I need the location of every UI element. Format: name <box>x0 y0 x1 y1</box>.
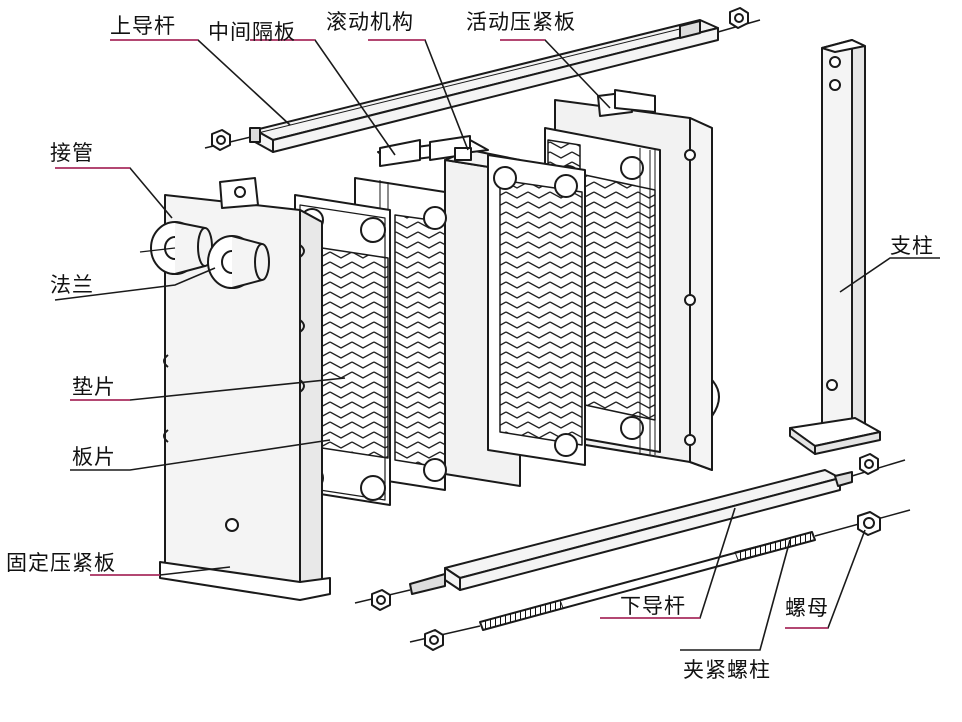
label-nut: 螺母 <box>785 596 829 620</box>
nozzle-left <box>150 221 213 275</box>
label-gasket: 垫片 <box>72 375 116 399</box>
label-nozzle: 接管 <box>50 141 94 165</box>
label-flange: 法兰 <box>50 273 94 297</box>
upper-guide-rod-nut-right <box>729 7 749 29</box>
lower-guide-rod <box>354 459 906 604</box>
leader-flange <box>54 267 216 301</box>
leader-clamping-bolt <box>680 539 791 651</box>
leader-upper-guide-rod <box>110 39 291 126</box>
plate-pack-middle <box>487 154 586 466</box>
label-lower-guide-rod: 下导杆 <box>620 594 686 618</box>
nozzle-right <box>207 235 270 289</box>
lower-guide-rod-nut-right <box>859 453 879 475</box>
lower-guide-rod-nut-left <box>371 589 391 611</box>
label-upper-guide-rod: 上导杆 <box>110 14 176 38</box>
label-clamping-bolt: 夹紧螺柱 <box>683 658 771 682</box>
fixed-pressure-plate <box>159 177 331 601</box>
clamping-bolt <box>409 509 911 643</box>
leader-nozzle <box>55 167 173 219</box>
label-middle-partition-plate: 中间隔板 <box>208 20 296 44</box>
label-fixed-pressure-plate: 固定压紧板 <box>6 551 116 575</box>
label-support-column: 支柱 <box>890 234 934 258</box>
support-column <box>789 39 881 455</box>
upper-guide-rod-nut-left <box>211 129 231 151</box>
label-plate: 板片 <box>72 445 116 469</box>
leader-plate <box>70 439 331 471</box>
clamping-bolt-nut-left <box>424 629 444 651</box>
label-rolling-mechanism: 滚动机构 <box>326 10 414 34</box>
label-movable-pressure-plate: 活动压紧板 <box>466 10 576 34</box>
leader-support-column <box>839 257 940 293</box>
clamping-bolt-nut-right <box>857 511 881 536</box>
upper-guide-rod <box>204 19 761 153</box>
